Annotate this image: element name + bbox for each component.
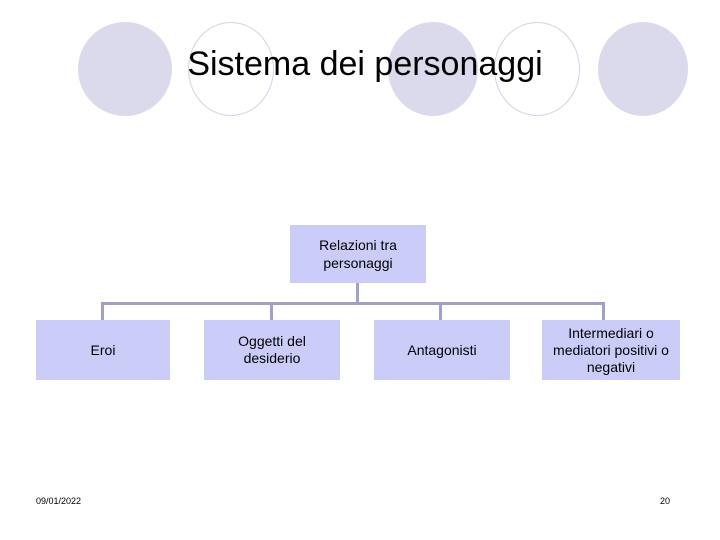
org-node-oggetti-del-desiderio-label: Oggetti del desiderio xyxy=(238,333,306,366)
org-node-intermediari-label: Intermediari o mediatori positivi o nega… xyxy=(553,324,669,375)
page-title: Sistema dei personaggi xyxy=(187,45,543,83)
org-node-oggetti-del-desiderio[interactable]: Oggetti del desiderio xyxy=(204,320,340,380)
footer-page-number: 20 xyxy=(660,496,671,506)
connector-drop-4 xyxy=(602,302,605,321)
connector-drop-3 xyxy=(439,302,442,321)
org-node-eroi[interactable]: Eroi xyxy=(36,320,170,380)
org-node-antagonisti[interactable]: Antagonisti xyxy=(374,320,510,380)
connector-root-stem xyxy=(356,283,359,305)
org-node-intermediari[interactable]: Intermediari o mediatori positivi o nega… xyxy=(542,320,680,380)
connector-horizontal xyxy=(101,302,605,305)
org-node-antagonisti-label: Antagonisti xyxy=(407,341,477,358)
connector-drop-1 xyxy=(101,302,104,321)
connector-drop-2 xyxy=(270,302,273,321)
footer-date: 09/01/2022 xyxy=(36,496,82,506)
org-node-eroi-label: Eroi xyxy=(90,341,116,358)
